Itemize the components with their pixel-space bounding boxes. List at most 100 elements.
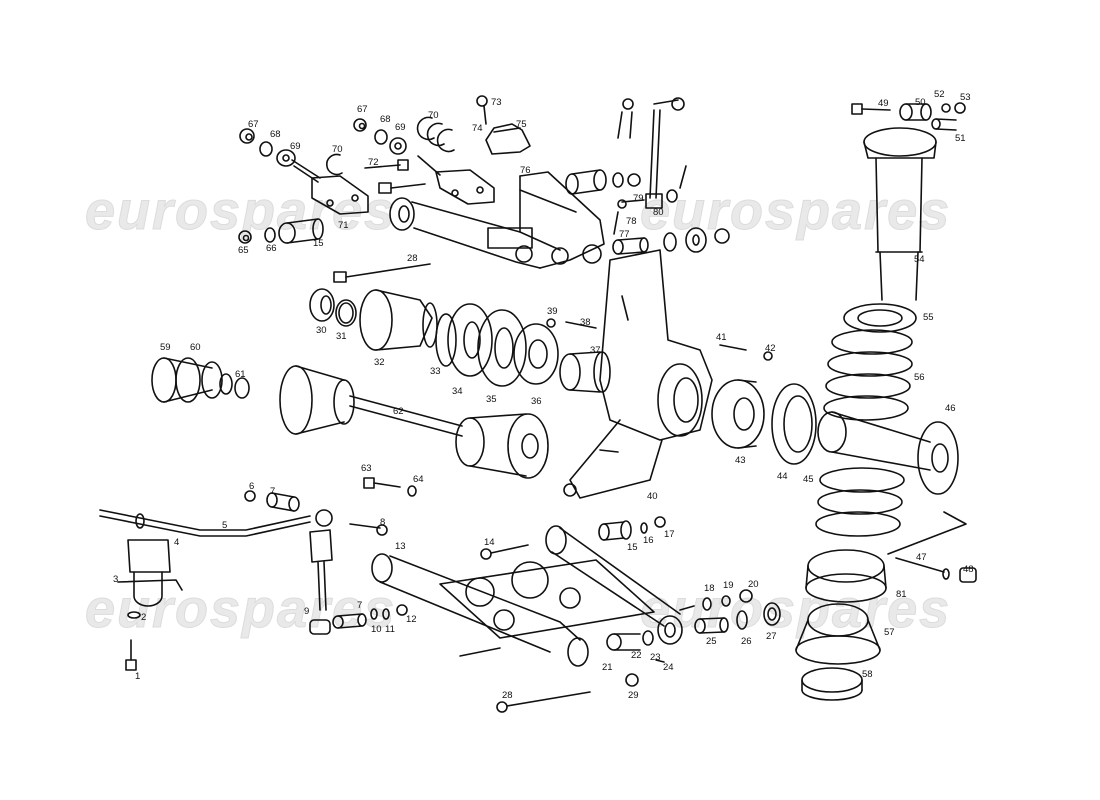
part-number-label[interactable]: 71	[338, 220, 349, 231]
part-number-label[interactable]: 26	[741, 636, 752, 647]
part-number-label[interactable]: 29	[628, 690, 639, 701]
part-number-label[interactable]: 28	[502, 690, 513, 701]
part-number-label[interactable]: 64	[413, 474, 424, 485]
part-number-label[interactable]: 4	[174, 537, 180, 548]
part-number-label[interactable]: 63	[361, 463, 372, 474]
part-number-label[interactable]: 52	[934, 89, 945, 100]
part-number-label[interactable]: 59	[160, 342, 171, 353]
part-number-label[interactable]: 9	[304, 606, 310, 617]
part-number-label[interactable]: 28	[407, 253, 418, 264]
part-number-label[interactable]: 55	[923, 312, 934, 323]
washer-icon	[612, 172, 624, 188]
part-number-label[interactable]: 62	[393, 406, 404, 417]
part-number-label[interactable]: 57	[884, 627, 895, 638]
part-number-label[interactable]: 73	[491, 97, 502, 108]
part-number-label[interactable]: 74	[472, 123, 483, 134]
part-number-label[interactable]: 25	[706, 636, 717, 647]
part-number-label[interactable]: 35	[486, 394, 497, 405]
part-number-label[interactable]: 24	[663, 662, 674, 673]
part-number-label[interactable]: 39	[547, 306, 558, 317]
part-number-label[interactable]: 7	[357, 600, 363, 611]
part-number-label[interactable]: 56	[914, 372, 925, 383]
part-number-label[interactable]: 45	[803, 474, 814, 485]
part-number-label[interactable]: 69	[290, 141, 301, 152]
part-number-label[interactable]: 15	[313, 238, 324, 249]
part-number-label[interactable]: 53	[960, 92, 971, 103]
part-number-label[interactable]: 33	[430, 366, 441, 377]
part-number-label[interactable]: 51	[955, 133, 966, 144]
part-number-label[interactable]: 20	[748, 579, 759, 590]
part-number-label[interactable]: 14	[484, 537, 495, 548]
part-number-label[interactable]: 7	[270, 486, 276, 497]
part-number-label[interactable]: 68	[380, 114, 391, 125]
upper-wishbone-icon	[389, 171, 605, 269]
part-number-label[interactable]: 67	[357, 104, 368, 115]
cotter-pin-icon	[679, 165, 687, 189]
part-number-label[interactable]: 37	[590, 345, 601, 356]
part-number-label[interactable]: 70	[332, 144, 343, 155]
part-number-label[interactable]: 48	[963, 564, 974, 575]
part-number-label[interactable]: 46	[945, 403, 956, 414]
part-number-label[interactable]: 61	[235, 369, 246, 380]
part-number-label[interactable]: 47	[916, 552, 927, 563]
part-number-label[interactable]: 75	[516, 119, 527, 130]
part-number-label[interactable]: 66	[266, 243, 277, 254]
part-number-label[interactable]: 69	[395, 122, 406, 133]
rubber-cone-icon	[795, 603, 881, 665]
part-number-label[interactable]: 13	[395, 541, 406, 552]
part-number-label[interactable]: 10	[371, 624, 382, 635]
part-number-label[interactable]: 11	[385, 624, 395, 635]
part-number-label[interactable]: 68	[270, 129, 281, 140]
part-number-label[interactable]: 60	[190, 342, 201, 353]
bushing-icon	[606, 633, 641, 651]
mounting-clamp-icon	[117, 539, 183, 607]
part-number-label[interactable]: 23	[650, 652, 661, 663]
part-number-label[interactable]: 65	[238, 245, 249, 256]
part-number-label[interactable]: 54	[914, 254, 925, 265]
part-number-label[interactable]: 32	[374, 357, 385, 368]
part-number-label[interactable]: 27	[766, 631, 777, 642]
hub-flange-icon	[359, 289, 438, 351]
part-number-label[interactable]: 50	[915, 97, 926, 108]
part-number-label[interactable]: 43	[735, 455, 746, 466]
part-number-label[interactable]: 6	[249, 481, 255, 492]
bolt-icon	[480, 544, 529, 560]
part-number-label[interactable]: 79	[633, 193, 644, 204]
part-number-label[interactable]: 67	[248, 119, 259, 130]
washer-icon	[666, 189, 678, 203]
part-number-label[interactable]: 31	[336, 331, 347, 342]
part-number-label[interactable]: 1	[135, 671, 141, 682]
washer-icon	[370, 608, 378, 620]
part-number-label[interactable]: 19	[723, 580, 734, 591]
part-number-label[interactable]: 34	[452, 386, 463, 397]
part-number-label[interactable]: 76	[520, 165, 531, 176]
part-number-label[interactable]: 2	[141, 612, 147, 623]
part-number-label[interactable]: 49	[878, 98, 889, 109]
part-number-label[interactable]: 44	[777, 471, 788, 482]
part-number-label[interactable]: 78	[626, 216, 637, 227]
link-rod-icon	[617, 97, 685, 209]
part-number-label[interactable]: 21	[602, 662, 613, 673]
part-number-label[interactable]: 3	[113, 574, 119, 585]
part-number-label[interactable]: 81	[896, 589, 907, 600]
part-number-label[interactable]: 8	[380, 517, 386, 528]
part-number-label[interactable]: 12	[406, 614, 417, 625]
part-number-label[interactable]: 58	[862, 669, 873, 680]
part-number-label[interactable]: 70	[428, 110, 439, 121]
part-number-label[interactable]: 5	[222, 520, 228, 531]
part-number-label[interactable]: 80	[653, 207, 664, 218]
part-number-label[interactable]: 72	[368, 157, 379, 168]
bolt-icon	[349, 523, 388, 536]
part-number-label[interactable]: 15	[627, 542, 638, 553]
part-number-label[interactable]: 38	[580, 317, 591, 328]
part-number-label[interactable]: 40	[647, 491, 658, 502]
part-number-label[interactable]: 41	[716, 332, 727, 343]
part-number-label[interactable]: 18	[704, 583, 715, 594]
part-number-label[interactable]: 36	[531, 396, 542, 407]
part-number-label[interactable]: 17	[664, 529, 675, 540]
part-number-label[interactable]: 77	[619, 229, 630, 240]
part-number-label[interactable]: 16	[643, 535, 654, 546]
part-number-label[interactable]: 30	[316, 325, 327, 336]
part-number-label[interactable]: 42	[765, 343, 776, 354]
part-number-label[interactable]: 22	[631, 650, 642, 661]
